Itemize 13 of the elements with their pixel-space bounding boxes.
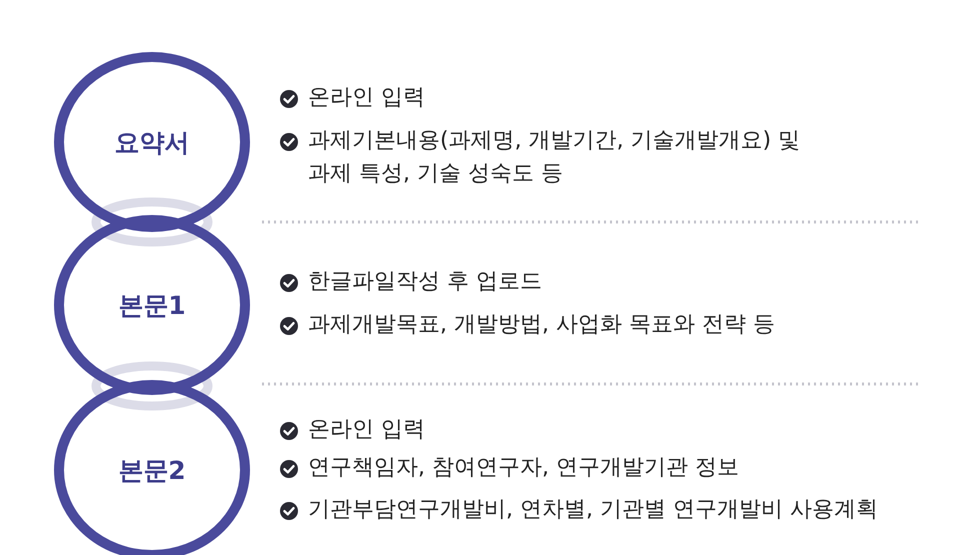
circle-label: 본문1: [118, 290, 186, 322]
bullet-text: 온라인 입력: [308, 84, 425, 112]
circle-label: 요약서: [114, 126, 190, 158]
bullet-text: 기관부담연구개발비, 연차별, 기관별 연구개발비 사용계획: [308, 496, 878, 524]
bullet-text: 과제기본내용(과제명, 개발기간, 기술개발개요) 및 과제 특성, 기술 성숙도 등: [308, 127, 802, 188]
ring-circle: [54, 52, 250, 232]
circle-label: 본문2: [118, 454, 186, 486]
ring-circle: [54, 215, 250, 395]
ring-circle: [54, 380, 250, 555]
bullet-text: 과제개발목표, 개발방법, 사업화 목표와 전략 등: [308, 311, 775, 339]
bullet-text: 한글파일작성 후 업로드: [308, 268, 542, 296]
bullet-text: 온라인 입력: [308, 416, 425, 444]
bullet-text: 연구책임자, 참여연구자, 연구개발기관 정보: [308, 454, 739, 482]
